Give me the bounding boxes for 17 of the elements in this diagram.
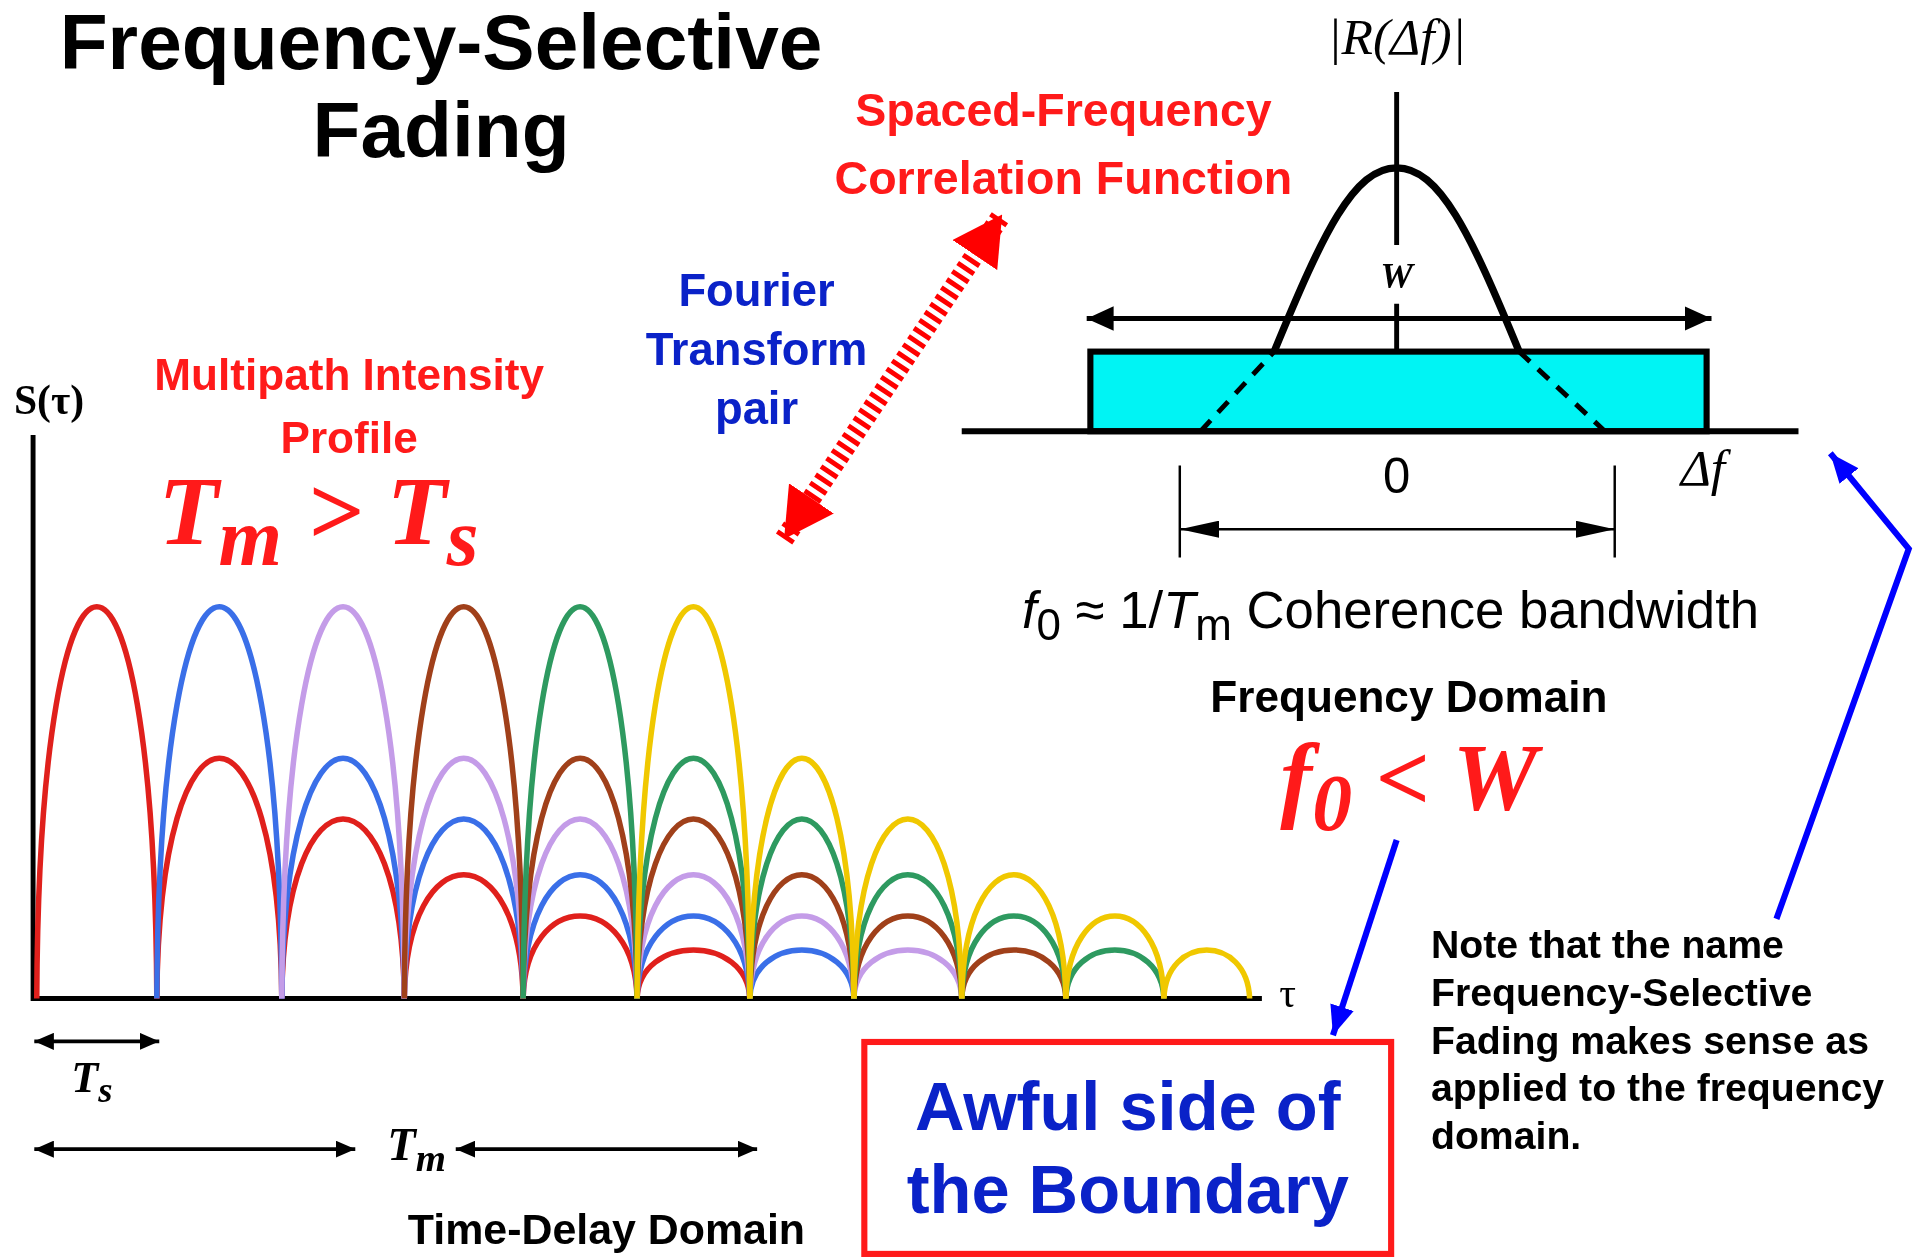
domain-label: Time-Delay Domain [406, 1204, 807, 1254]
arrow [1773, 451, 1913, 920]
dimension-label: T$_{m}$ [386, 1117, 447, 1181]
callout-box: Awful side of the Boundary [861, 1038, 1395, 1257]
axis-label: |R(Δf)| [1326, 7, 1467, 67]
axis-label: Δf [1653, 438, 1752, 498]
formula-text: f$_{0}$ ≈ 1/T$_{m}$ Coherence bandwidth [1020, 580, 1761, 652]
domain-label: Frequency Domain [1209, 671, 1609, 723]
dimension-label: T$_{s}$ [70, 1051, 114, 1111]
inequality-text: f$_{0}$ < W [1225, 722, 1593, 850]
note-text: Note that the name Frequency-Selective Fading makes sense as applied to the frequency domain. [1430, 921, 1885, 1161]
axis-label: S(τ) [12, 377, 86, 424]
width-label: W [1379, 254, 1416, 297]
annotation-text: Fourier Transform pair [644, 264, 869, 436]
arrow [1330, 839, 1400, 1037]
axis-tick-label: 0 [1382, 448, 1412, 504]
axis-label: τ [1278, 970, 1297, 1017]
